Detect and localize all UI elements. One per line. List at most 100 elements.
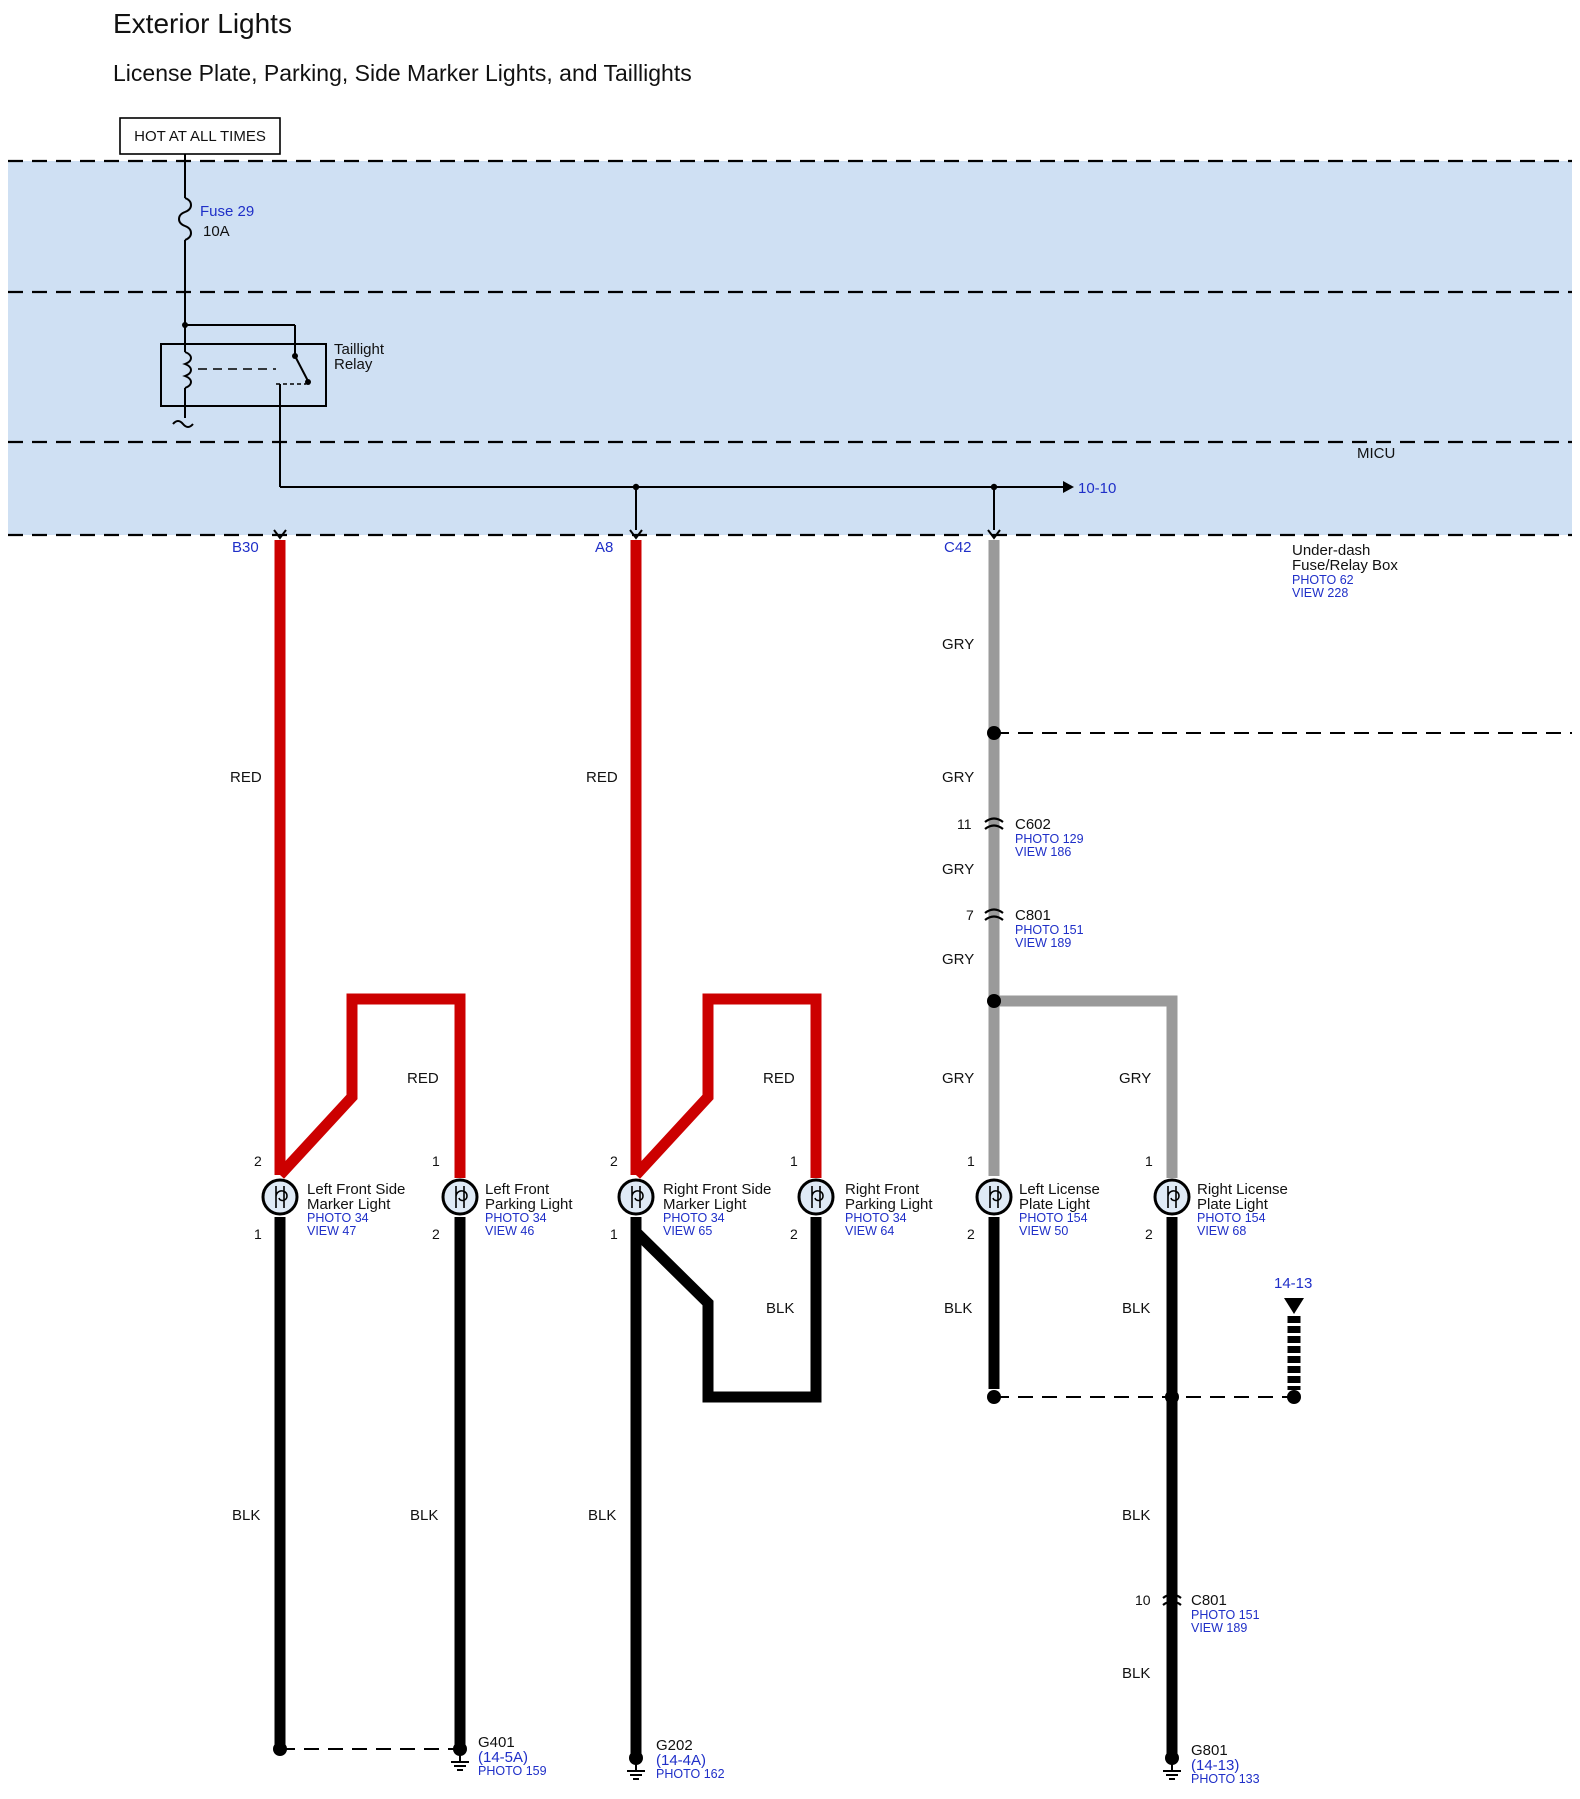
- red-wires: [274, 540, 822, 1179]
- relay-label-line1: Taillight: [334, 341, 385, 358]
- rlp-label-line2: Plate Light: [1197, 1196, 1269, 1213]
- c602-pin: 11: [957, 816, 972, 832]
- wire-label-blk-rfsm: BLK: [588, 1507, 616, 1524]
- lfsm-view[interactable]: VIEW 47: [307, 1224, 356, 1238]
- c801-pin: 7: [966, 907, 974, 923]
- relay-label-line2: Relay: [334, 356, 373, 373]
- gray-wires: [988, 540, 1178, 1178]
- wire-label-lfp-red: RED: [407, 1070, 439, 1087]
- rlp-label-line1: Right License: [1197, 1181, 1288, 1198]
- page-subtitle: License Plate, Parking, Side Marker Ligh…: [113, 60, 692, 86]
- ref-10-10[interactable]: 10-10: [1078, 480, 1116, 497]
- fuse-box-photo[interactable]: PHOTO 62: [1292, 573, 1354, 587]
- page-title: Exterior Lights: [113, 8, 292, 39]
- c602-view[interactable]: VIEW 186: [1015, 845, 1071, 859]
- g202-name: G202: [656, 1737, 693, 1754]
- lfp-pin-bottom: 2: [432, 1226, 440, 1242]
- c801-lower-photo[interactable]: PHOTO 151: [1191, 1608, 1260, 1622]
- llp-photo[interactable]: PHOTO 154: [1019, 1211, 1088, 1225]
- rfsm-pin-bottom: 1: [610, 1226, 618, 1242]
- rfp-view[interactable]: VIEW 64: [845, 1224, 894, 1238]
- rfp-pin-top: 1: [790, 1153, 798, 1169]
- wire-label-a8-red: RED: [586, 769, 618, 786]
- wire-label-blk-lfsm: BLK: [232, 1507, 260, 1524]
- lfp-photo[interactable]: PHOTO 34: [485, 1211, 547, 1225]
- rfp-photo[interactable]: PHOTO 34: [845, 1211, 907, 1225]
- c801-photo[interactable]: PHOTO 151: [1015, 923, 1084, 937]
- rfsm-photo[interactable]: PHOTO 34: [663, 1211, 725, 1225]
- black-wires: [274, 1217, 1178, 1756]
- llp-label-line1: Left License: [1019, 1181, 1100, 1198]
- g801-ground-icon: [1162, 1760, 1182, 1780]
- g401-ref[interactable]: (14-5A): [478, 1749, 528, 1766]
- c801-view[interactable]: VIEW 189: [1015, 936, 1071, 950]
- wire-label-gry-3: GRY: [942, 861, 974, 878]
- wire-label-blk-rlp-lower: BLK: [1122, 1507, 1150, 1524]
- power-source-label: HOT AT ALL TIMES: [134, 128, 266, 145]
- rfsm-view[interactable]: VIEW 65: [663, 1224, 712, 1238]
- wire-label-b30-red: RED: [230, 769, 262, 786]
- fuse-box-view[interactable]: VIEW 228: [1292, 586, 1348, 600]
- wire-label-blk-llp: BLK: [944, 1300, 972, 1317]
- llp-pin-bottom: 2: [967, 1226, 975, 1242]
- lfsm-pin-bottom: 1: [254, 1226, 262, 1242]
- g401-ground-icon: [450, 1751, 470, 1771]
- lfsm-pin-top: 2: [254, 1153, 262, 1169]
- c801-lower-pin: 10: [1135, 1592, 1151, 1608]
- rlp-pin-top: 1: [1145, 1153, 1153, 1169]
- g401-photo[interactable]: PHOTO 159: [478, 1764, 547, 1778]
- llp-view[interactable]: VIEW 50: [1019, 1224, 1068, 1238]
- fuse-box-label-line2: Fuse/Relay Box: [1292, 557, 1398, 574]
- wire-label-blk-rlp: BLK: [1122, 1300, 1150, 1317]
- lfsm-photo[interactable]: PHOTO 34: [307, 1211, 369, 1225]
- lfp-label-line1: Left Front: [485, 1181, 550, 1198]
- terminal-c42: C42: [944, 539, 972, 556]
- llp-pin-top: 1: [967, 1153, 975, 1169]
- c801-name: C801: [1015, 907, 1051, 924]
- fuse-box-label-line1: Under-dash: [1292, 542, 1370, 559]
- g401-name: G401: [478, 1734, 515, 1751]
- arrow-down-icon: [1284, 1298, 1304, 1314]
- lfsm-label-line2: Marker Light: [307, 1196, 391, 1213]
- lfp-label-line2: Parking Light: [485, 1196, 573, 1213]
- ref-14-13[interactable]: 14-13: [1274, 1275, 1312, 1292]
- rfp-label-line1: Right Front: [845, 1181, 920, 1198]
- c801-lower-name: C801: [1191, 1592, 1227, 1609]
- g202-ref[interactable]: (14-4A): [656, 1752, 706, 1769]
- g801-photo[interactable]: PHOTO 133: [1191, 1772, 1260, 1786]
- fuse-icon: [178, 197, 192, 241]
- g202-photo[interactable]: PHOTO 162: [656, 1767, 725, 1781]
- rlp-photo[interactable]: PHOTO 154: [1197, 1211, 1266, 1225]
- wire-label-gry-2: GRY: [942, 769, 974, 786]
- wire-label-gry-6: GRY: [1119, 1070, 1151, 1087]
- wire-label-gry-1: GRY: [942, 636, 974, 653]
- arrow-right-icon: [1063, 481, 1074, 493]
- rfp-label-line2: Parking Light: [845, 1196, 933, 1213]
- g801-name: G801: [1191, 1742, 1228, 1759]
- lfsm-bulb-icon: [261, 1178, 299, 1216]
- g801-ref[interactable]: (14-13): [1191, 1757, 1239, 1774]
- wire-label-rfp-red: RED: [763, 1070, 795, 1087]
- power-source-box: [119, 117, 281, 155]
- rlp-pin-bottom: 2: [1145, 1226, 1153, 1242]
- micu-label: MICU: [1357, 445, 1395, 462]
- wire-label-gry-4: GRY: [942, 951, 974, 968]
- c801-lower-view[interactable]: VIEW 189: [1191, 1621, 1247, 1635]
- fuse-name: Fuse 29: [200, 203, 254, 220]
- rlp-view[interactable]: VIEW 68: [1197, 1224, 1246, 1238]
- lfp-bulb-icon: [441, 1178, 479, 1216]
- lfp-view[interactable]: VIEW 46: [485, 1224, 534, 1238]
- boundary-dashes: [8, 159, 1572, 537]
- fuse-rating: 10A: [203, 223, 230, 240]
- wire-label-blk-lfp: BLK: [410, 1507, 438, 1524]
- llp-label-line2: Plate Light: [1019, 1196, 1091, 1213]
- llp-bulb-icon: [975, 1178, 1013, 1216]
- c602-photo[interactable]: PHOTO 129: [1015, 832, 1084, 846]
- taillight-relay: [160, 322, 327, 487]
- lfsm-label-line1: Left Front Side: [307, 1181, 405, 1198]
- fuse-box-band: [8, 161, 1572, 535]
- rfsm-bulb-icon: [617, 1178, 655, 1216]
- rlp-bulb-icon: [1153, 1178, 1191, 1216]
- c602-name: C602: [1015, 816, 1051, 833]
